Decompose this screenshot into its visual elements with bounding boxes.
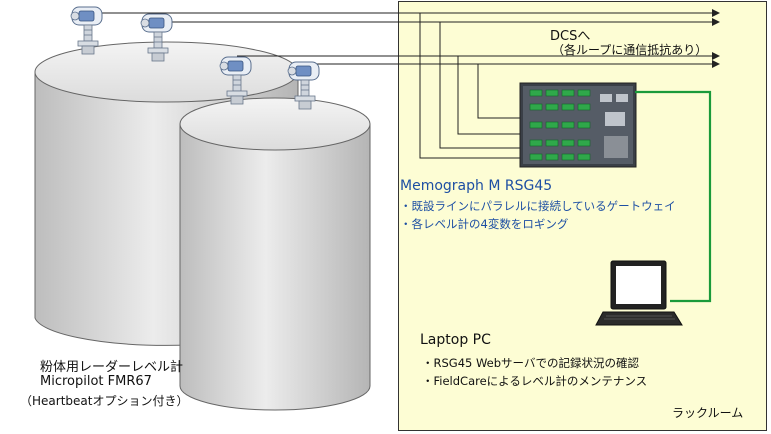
dcs-title: DCSへ [550, 29, 591, 44]
laptop-title: Laptop PC [420, 332, 491, 348]
dcs-signal-lines [88, 12, 712, 159]
memograph-title: Memograph M RSG45 [400, 178, 553, 194]
laptop-bullet: ・FieldCareによるレベル計のメンテナンス [422, 374, 648, 388]
level-meter-model: Micropilot FMR67 [40, 374, 152, 389]
silo-tank-front [179, 97, 371, 411]
rack-room-area [398, 1, 767, 431]
level-meter-title: 粉体用レーダーレベル計 [40, 360, 184, 375]
ethernet-cable [635, 90, 712, 303]
memograph-bullet: ・既設ラインにパラレルに接続しているゲートウェイ [400, 199, 676, 213]
rack-room-label: ラックルーム [672, 406, 744, 420]
laptop-bullet: ・RSG45 Webサーバでの記録状況の確認 [422, 356, 639, 370]
memograph-recorder [519, 82, 637, 168]
arrow-head [712, 9, 720, 68]
laptop-icon [595, 260, 683, 326]
memograph-bullet: ・各レベル計の4変数をロギング [400, 217, 569, 231]
level-meter-option: （Heartbeatオプション付き） [20, 394, 189, 408]
dcs-note: （各ループに通信抵抗あり） [552, 43, 708, 57]
